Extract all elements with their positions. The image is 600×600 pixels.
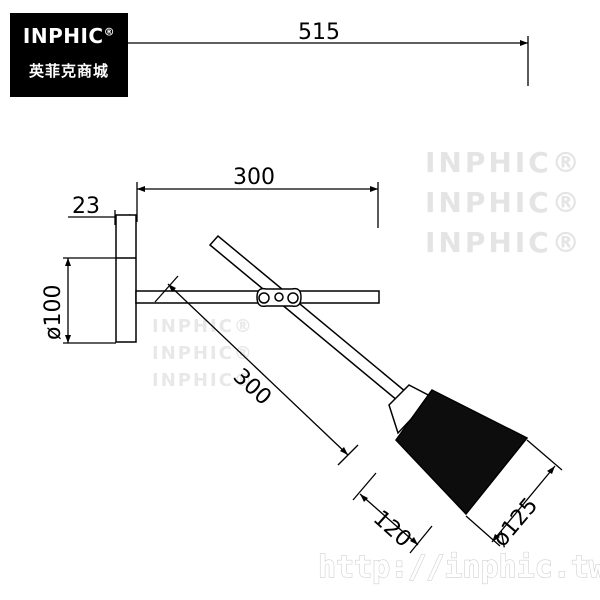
dimension-shade-diameter: [465, 439, 563, 547]
dimension-label-300-arm: 300: [233, 165, 275, 190]
watermark-line-3: INPHIC®: [425, 226, 583, 259]
footer-url: http://inphic.tw: [318, 550, 600, 585]
dimension-label-o100: ø100: [41, 285, 66, 340]
wall-plate: [115, 214, 137, 343]
dimension-swing-arm: [154, 275, 359, 466]
watermark-small-2: INPHIC®: [152, 343, 254, 364]
brand-chinese-name: 英菲克商城: [28, 62, 109, 80]
brand-logo: INPHIC® 英菲克商城: [10, 13, 128, 97]
dimension-label-120: 120: [368, 506, 416, 553]
brand-name: INPHIC®: [22, 24, 116, 48]
dimension-arm-length: [136, 182, 379, 228]
dimension-overall-width: [128, 36, 529, 86]
watermark-small-3: INPHIC®: [152, 370, 254, 391]
pivot-joint: [256, 287, 302, 308]
dimension-label-23: 23: [72, 194, 100, 219]
dimension-shade-length: [352, 472, 433, 554]
watermark-right: INPHIC® INPHIC® INPHIC®: [425, 146, 583, 259]
dimension-base-diameter: [63, 257, 116, 344]
watermark-line-1: INPHIC®: [425, 146, 583, 179]
watermark-small-1: INPHIC®: [152, 316, 254, 337]
dimension-label-515: 515: [298, 20, 340, 45]
watermark-line-2: INPHIC®: [425, 186, 583, 219]
watermark-center: INPHIC® INPHIC® INPHIC®: [152, 316, 254, 391]
lamp-shade: [388, 384, 529, 516]
dimension-label-o125: ø125: [488, 493, 543, 552]
